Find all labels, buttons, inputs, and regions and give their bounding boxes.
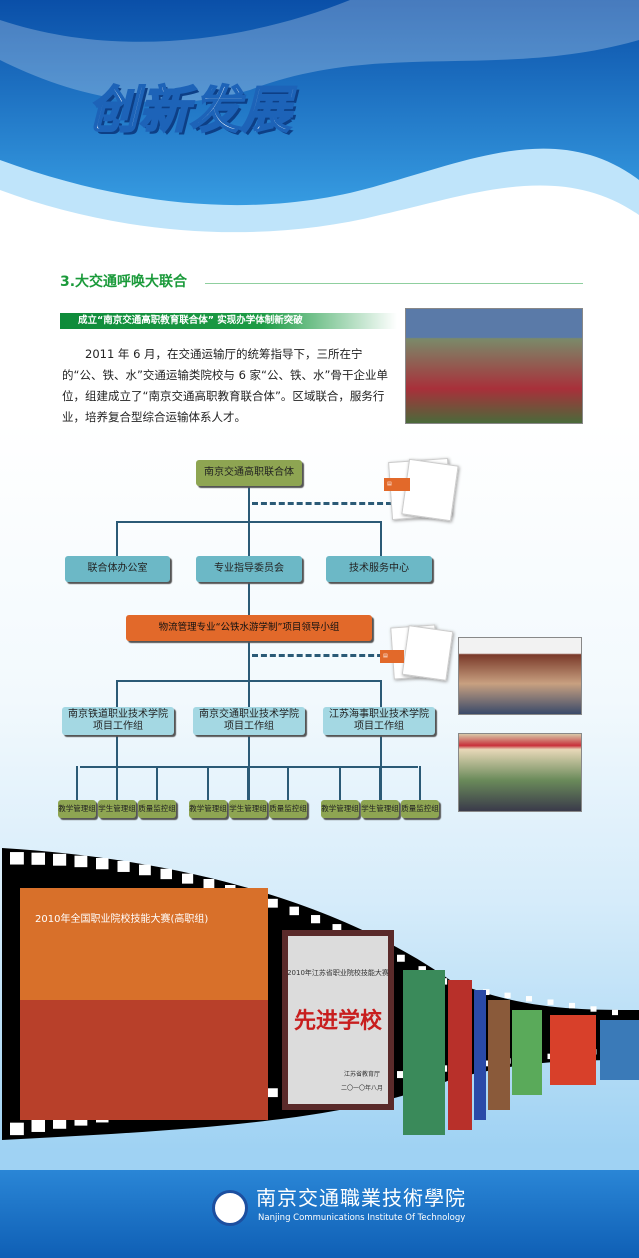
film-sprocket-hole [268, 1088, 278, 1098]
film-sprocket-hole [139, 864, 151, 876]
film-sprocket-hole [203, 878, 215, 889]
film-sprocket-hole [311, 915, 321, 924]
ceremony-photo [405, 308, 583, 424]
film-sprocket-hole [10, 852, 24, 865]
connector-line [116, 521, 382, 523]
plaque-date: 二〇一〇年八月 [341, 1084, 383, 1092]
section-heading: 3.大交通呼唤大联合 [60, 274, 188, 290]
film-sprocket-hole [504, 992, 511, 999]
film-sprocket-hole [74, 855, 88, 868]
dashed-arrow [252, 654, 392, 657]
plaque-title: 2010年江苏省职业院校技能大赛 [287, 968, 389, 977]
org-work-group: 学生管理组 [98, 800, 136, 818]
connector-line [116, 766, 118, 800]
plaque-main: 先进学校 [294, 1008, 383, 1034]
film-sprocket-hole [332, 924, 342, 932]
film-sprocket-hole [268, 898, 278, 908]
connector-line [287, 766, 289, 800]
film-sprocket-hole [31, 1119, 46, 1132]
meeting-photo [458, 733, 582, 812]
org-work-group: 质量监控组 [138, 800, 176, 818]
film-sprocket-hole [569, 1002, 575, 1009]
connector-line [247, 766, 249, 800]
org-work-group: 教学管理组 [321, 800, 359, 818]
connector-line [80, 766, 418, 768]
connector-line [248, 485, 250, 615]
film-sprocket-hole [397, 954, 405, 962]
school-logo-icon [212, 1190, 248, 1226]
film-sprocket-hole [526, 996, 532, 1002]
connector-line [116, 680, 118, 800]
connector-line [116, 521, 118, 557]
connector-line [207, 766, 209, 800]
connector-line [380, 521, 382, 557]
document-image [401, 625, 454, 681]
film-sprocket-hole [117, 860, 130, 872]
film-sprocket-hole [160, 868, 172, 880]
school-name-cn: 南京交通職業技術學院 [256, 1186, 466, 1210]
connector-line [76, 766, 78, 800]
film-sprocket-hole [31, 852, 46, 865]
org-school-1: 南京铁道职业技术学院项目工作组 [62, 707, 174, 735]
photo-banner-text: 2010年全国职业院校技能大赛(高职组) [35, 912, 208, 925]
footer-band [0, 1170, 639, 1258]
film-sprocket-hole [53, 853, 67, 866]
meeting-photo [458, 637, 582, 715]
org-leader-group: 物流管理专业“公铁水游学制”项目领导小组 [126, 615, 372, 641]
document-tag: ▤ [384, 478, 410, 491]
header-wave-background [0, 0, 639, 233]
film-sprocket-hole [96, 858, 109, 870]
body-paragraph: 2011 年 6 月，在交通运输厅的统筹指导下，三所在宁的“公、铁、水”交通运输… [62, 347, 388, 424]
dashed-arrow [252, 502, 392, 505]
film-sprocket-hole [612, 1009, 618, 1016]
org-work-group: 学生管理组 [361, 800, 399, 818]
connector-line [156, 766, 158, 800]
org-work-group: 质量监控组 [269, 800, 307, 818]
org-work-group: 质量监控组 [401, 800, 439, 818]
org-school-2: 南京交通职业技术学院项目工作组 [193, 707, 305, 735]
org-work-group: 学生管理组 [229, 800, 267, 818]
film-sprocket-hole [10, 1122, 24, 1136]
school-name-en: Nanjing Communications Institute Of Tech… [258, 1213, 466, 1223]
connector-line [379, 766, 381, 800]
film-sprocket-hole [483, 1060, 490, 1067]
org-school-3: 江苏海事职业技术学院项目工作组 [323, 707, 435, 735]
page-title: 创新发展 [87, 80, 292, 140]
film-sprocket-hole [418, 966, 426, 973]
subsection-banner: 成立“南京交通高职教育联合体” 实现办学体制新突破 [60, 313, 397, 329]
org-office: 联合体办公室 [65, 556, 170, 582]
film-sprocket-hole [289, 906, 299, 916]
film-sprocket-hole [547, 999, 554, 1005]
film-strip: 2010年全国职业院校技能大赛(高职组) 2010年江苏省职业院校技能大赛 先进… [2, 848, 639, 1140]
connector-line [116, 680, 382, 682]
film-sprocket-hole [590, 1006, 597, 1012]
film-sprocket-hole [397, 1071, 405, 1079]
connector-line [339, 766, 341, 800]
film-sprocket-hole [53, 1116, 67, 1129]
divider [205, 283, 583, 284]
connector-line [380, 680, 382, 800]
connector-line [419, 766, 421, 800]
org-service-center: 技术服务中心 [326, 556, 432, 582]
film-sprocket-hole [483, 989, 490, 996]
document-tag: ▤ [380, 650, 404, 663]
org-root: 南京交通高职联合体 [196, 460, 302, 486]
org-committee: 专业指导委员会 [196, 556, 302, 582]
org-work-group: 教学管理组 [58, 800, 96, 818]
plaque-org: 江苏省教育厅 [344, 1070, 380, 1078]
film-sprocket-hole [182, 873, 194, 884]
org-work-group: 教学管理组 [189, 800, 227, 818]
plaque-photo [288, 936, 388, 1104]
